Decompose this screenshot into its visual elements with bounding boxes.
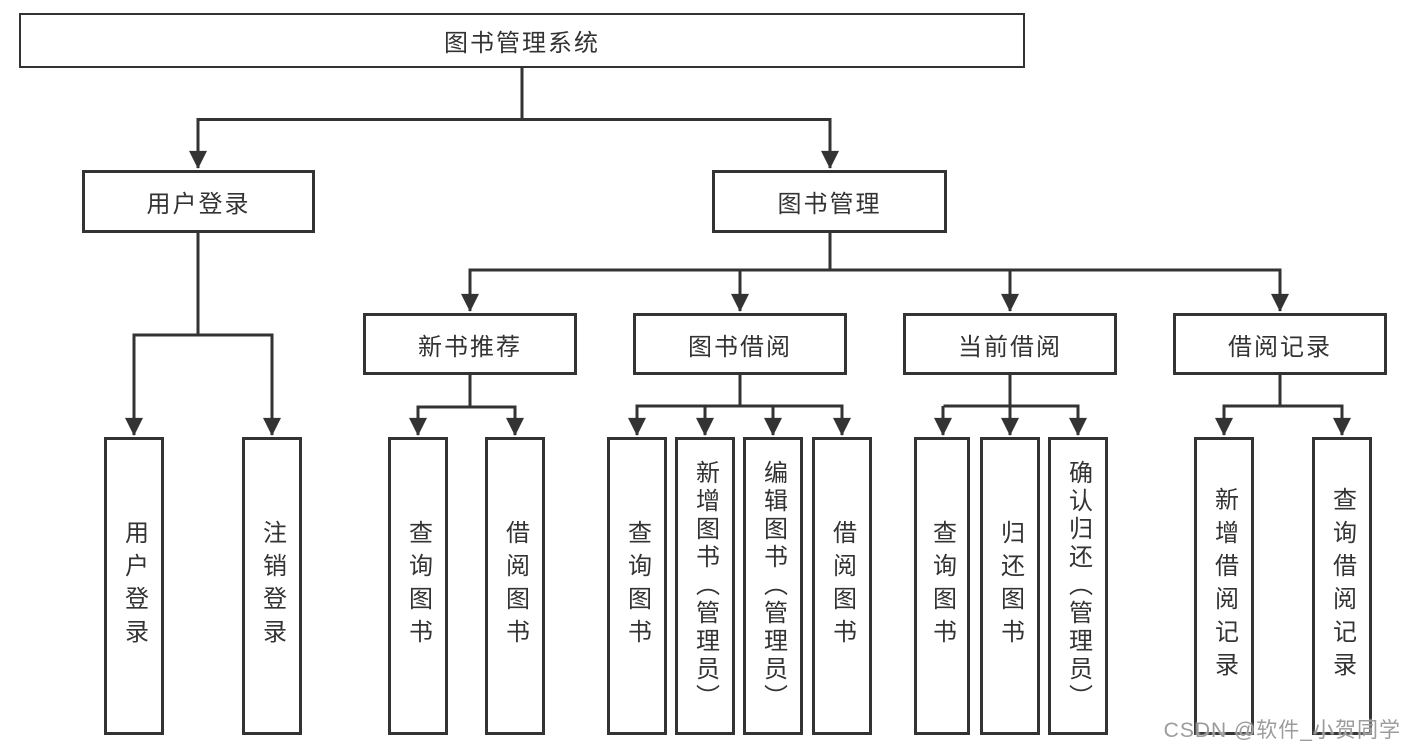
node-book-borrowing: 图书借阅 (633, 313, 847, 375)
node-label: 查询图书 (623, 520, 651, 652)
node-library-system-root: 图书管理系统 (19, 13, 1025, 68)
node-current-borrowing: 当前借阅 (903, 313, 1117, 375)
node-label: 用户登录 (146, 191, 251, 218)
node-leaf-query-book-1: 查询图书 (388, 437, 448, 735)
node-new-book-recommendation: 新书推荐 (363, 313, 577, 375)
node-label: 借阅图书 (501, 520, 529, 652)
node-label: 查询借阅记录 (1328, 487, 1356, 685)
node-leaf-logout: 注销登录 (242, 437, 302, 735)
node-user-login: 用户登录 (82, 170, 315, 233)
node-label: 图书借阅 (688, 333, 792, 361)
node-label: 图书管理系统 (444, 30, 600, 57)
csdn-watermark: CSDN @软件_小贺同学 (1163, 719, 1401, 742)
node-leaf-add-book-admin: 新增图书（管理员） (675, 437, 735, 735)
node-label: 用户登录 (120, 520, 148, 652)
node-label: 新书推荐 (418, 333, 522, 361)
node-borrowing-records: 借阅记录 (1173, 313, 1387, 375)
node-label: 确认归还（管理员） (1064, 460, 1092, 712)
node-label: 当前借阅 (958, 333, 1062, 361)
node-leaf-user-login: 用户登录 (104, 437, 164, 735)
node-label: 借阅记录 (1228, 333, 1332, 361)
node-label: 归还图书 (996, 520, 1024, 652)
node-label: 新增图书（管理员） (691, 460, 719, 712)
node-leaf-edit-book-admin: 编辑图书（管理员） (743, 437, 803, 735)
node-leaf-borrow-book-1: 借阅图书 (485, 437, 545, 735)
node-label: 注销登录 (258, 520, 286, 652)
node-leaf-query-book-2: 查询图书 (607, 437, 667, 735)
node-label: 编辑图书（管理员） (759, 460, 787, 712)
node-label: 查询图书 (404, 520, 432, 652)
connector-lines (132, 68, 1344, 409)
node-book-management: 图书管理 (712, 170, 947, 233)
node-leaf-query-borrow-record: 查询借阅记录 (1312, 437, 1372, 735)
node-leaf-query-book-3: 查询图书 (914, 437, 970, 735)
node-label: 图书管理 (777, 191, 882, 218)
node-label: 借阅图书 (828, 520, 856, 652)
node-leaf-add-borrow-record: 新增借阅记录 (1194, 437, 1254, 735)
node-leaf-borrow-book-2: 借阅图书 (812, 437, 872, 735)
node-leaf-confirm-return-admin: 确认归还（管理员） (1048, 437, 1108, 735)
node-leaf-return-book: 归还图书 (980, 437, 1040, 735)
node-label: 新增借阅记录 (1210, 487, 1238, 685)
node-label: 查询图书 (928, 520, 956, 652)
